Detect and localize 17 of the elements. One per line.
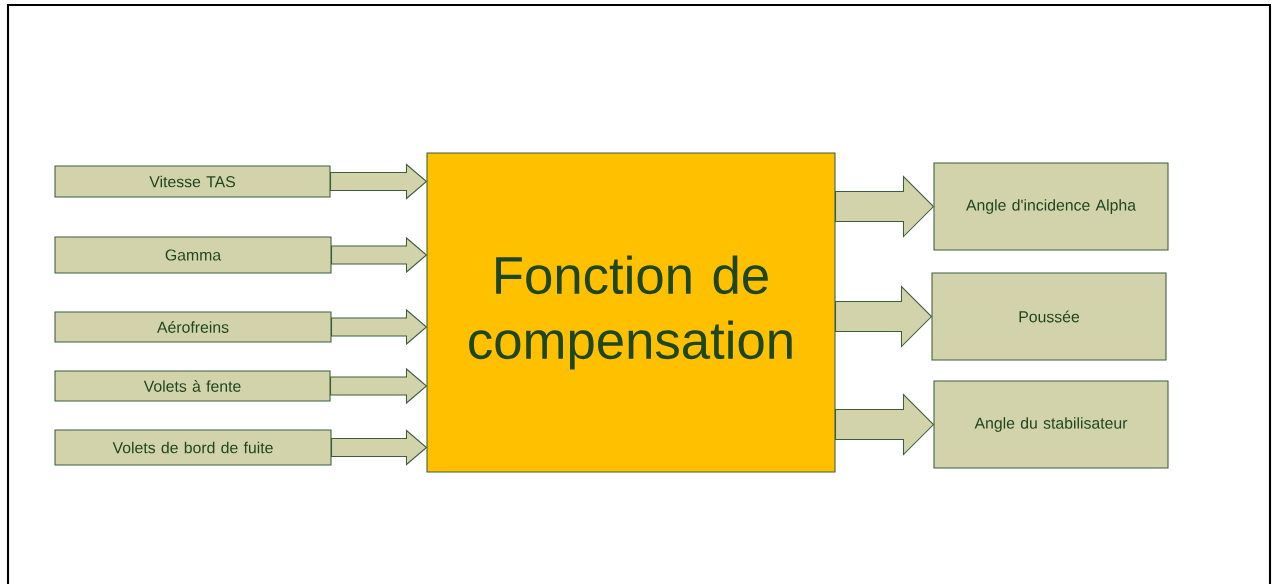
- block-arrow: [331, 429, 428, 466]
- signal-box: Gamma: [54, 236, 332, 274]
- signal-box: Poussée: [931, 272, 1167, 361]
- block-arrow: [331, 308, 428, 346]
- block-arrow: [835, 285, 933, 348]
- signal-box: Volets de bord de fuite: [54, 429, 332, 466]
- block-arrow: [835, 393, 935, 456]
- block-arrow: [331, 236, 428, 274]
- block-arrow: [330, 163, 428, 200]
- signal-box: Volets à fente: [54, 370, 331, 402]
- signal-box: Angle d'incidence Alpha: [933, 162, 1169, 251]
- function-block: Fonction de compensation: [426, 152, 836, 473]
- block-arrow: [835, 175, 935, 238]
- signal-box: Vitesse TAS: [54, 165, 331, 198]
- signal-box: Aérofreins: [54, 311, 332, 343]
- signal-box: Angle du stabilisateur: [933, 380, 1169, 469]
- block-arrow: [330, 367, 428, 405]
